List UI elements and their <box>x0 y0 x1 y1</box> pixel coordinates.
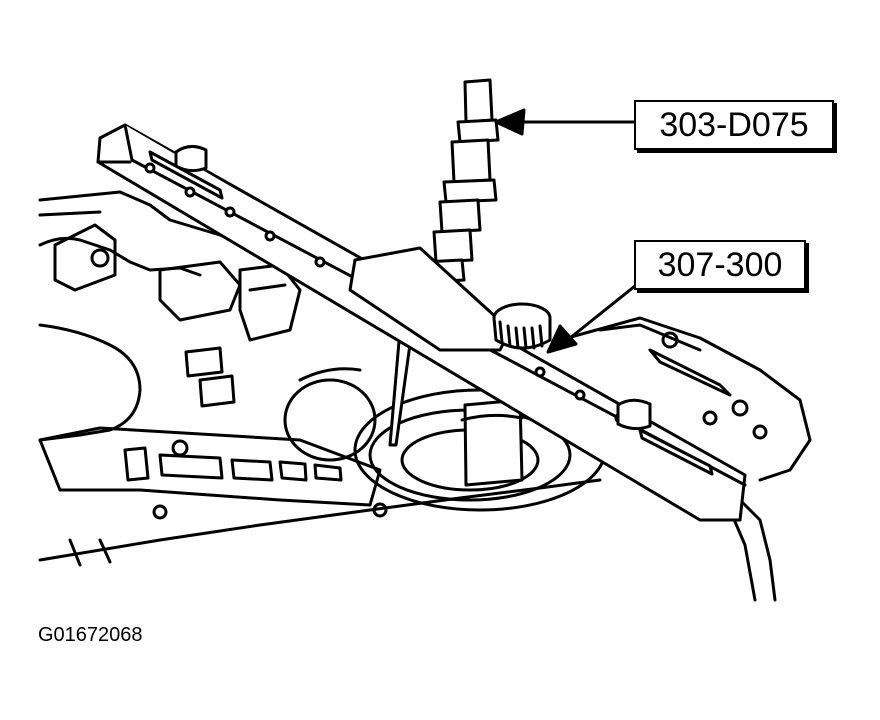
callout-leader-307-300 <box>546 280 642 354</box>
transmission-case <box>38 190 812 602</box>
remover-installer-tool <box>388 78 524 487</box>
figure-identifier: G01672068 <box>38 624 143 646</box>
callout-leader-303-D075 <box>494 108 636 136</box>
callout-303-D075-label: 303-D075 <box>634 100 834 150</box>
puller-bar <box>96 123 747 522</box>
callout-307-300-label: 307-300 <box>634 240 806 290</box>
